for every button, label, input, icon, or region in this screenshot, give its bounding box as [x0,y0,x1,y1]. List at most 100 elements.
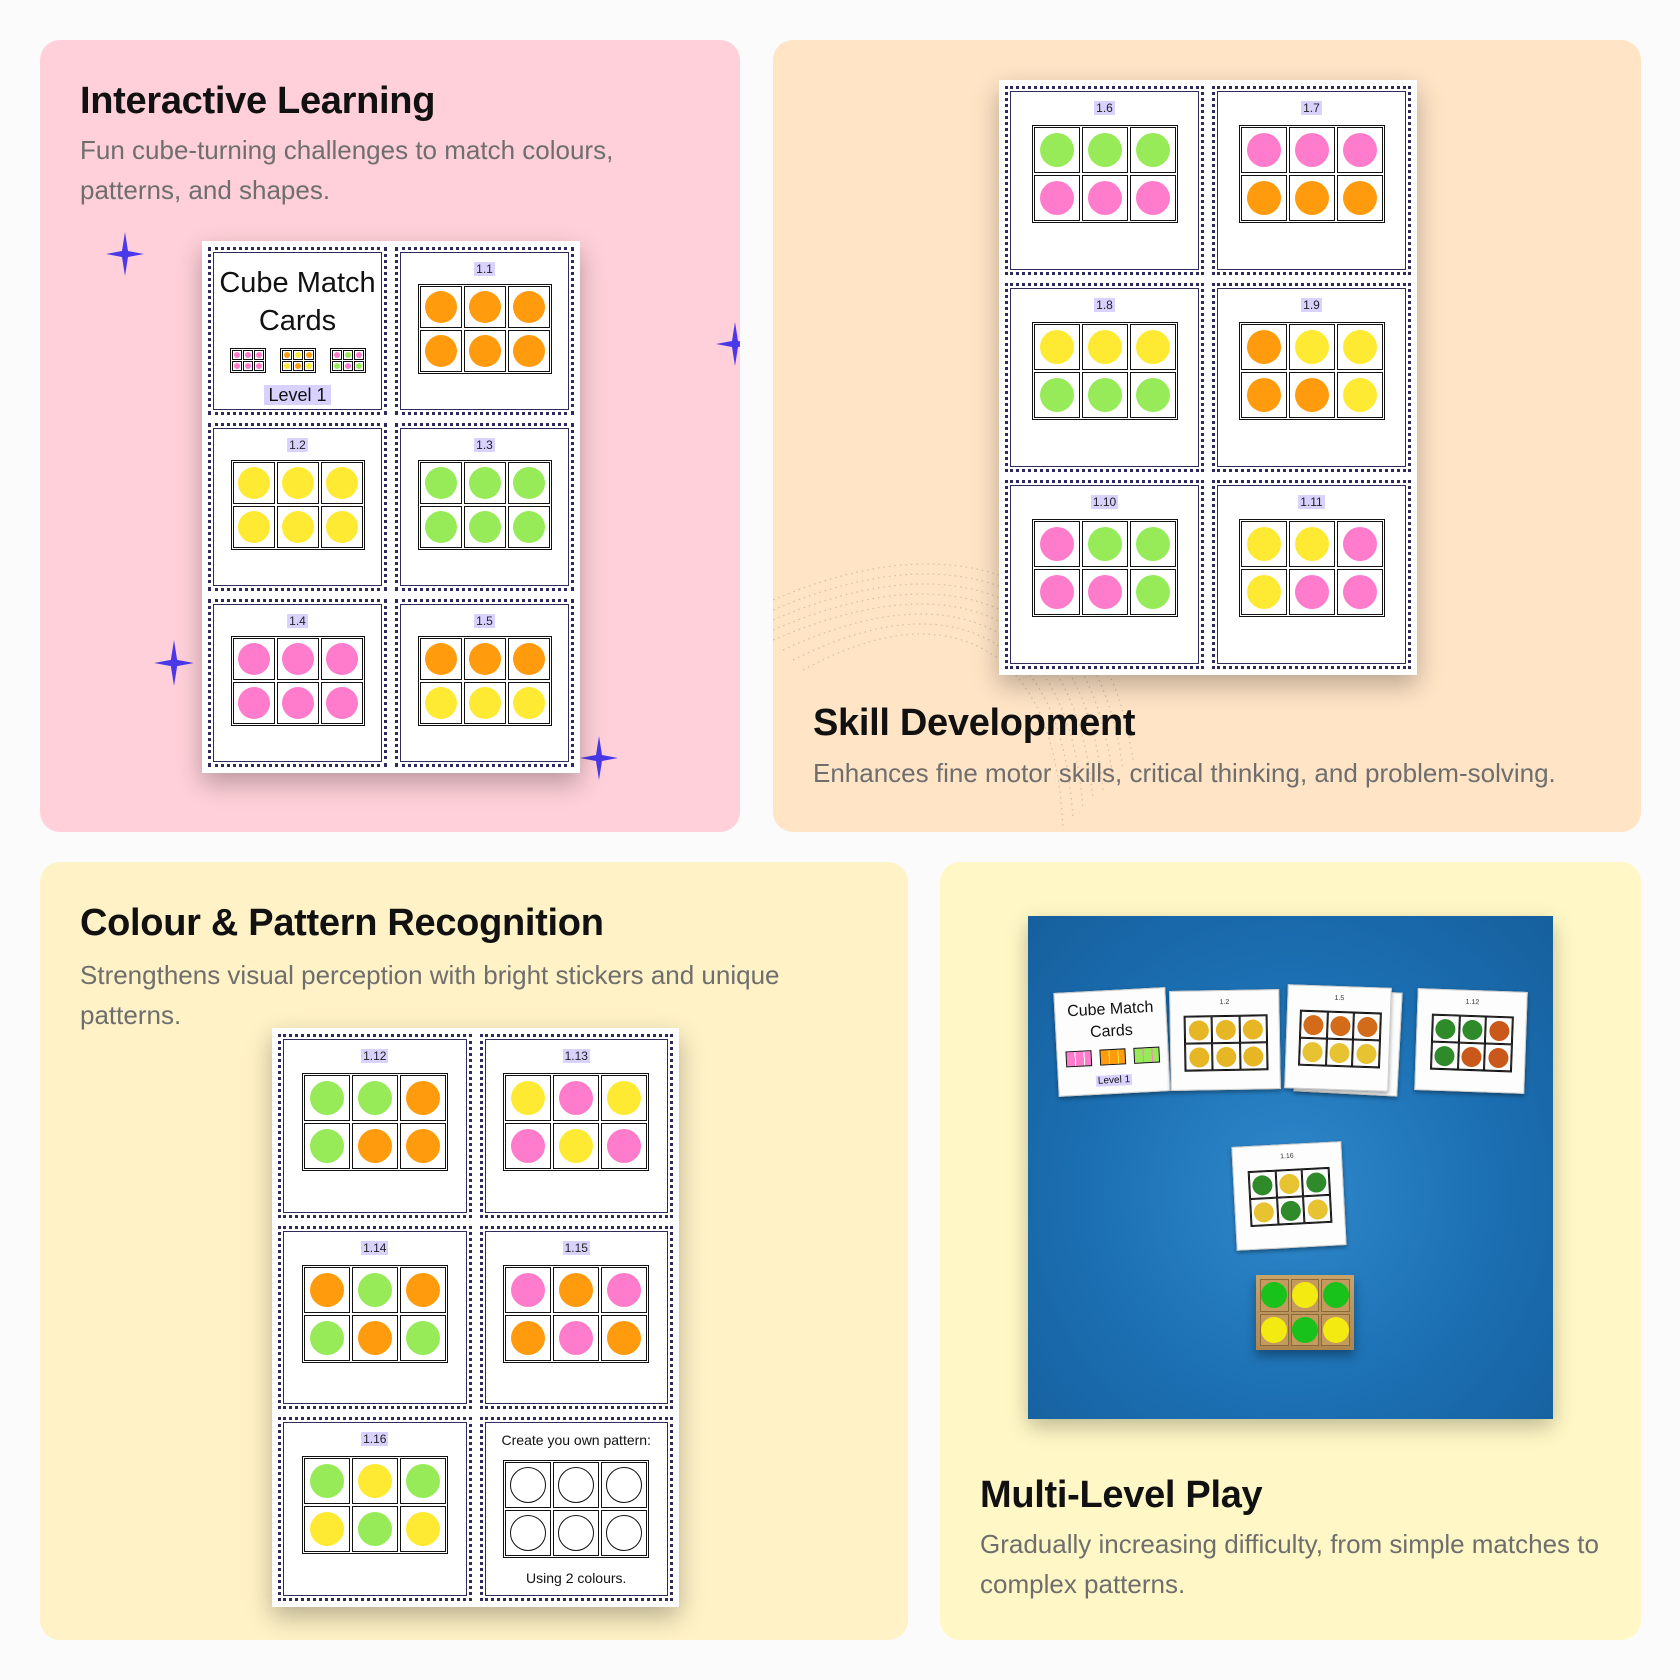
create-pattern-card: Create you own pattern: Using 2 colours. [479,1417,673,1601]
grid-cell [276,462,319,504]
card-label-text: 1.7 [1301,101,1322,115]
card-label: 1.11 [1215,495,1408,509]
pattern-card: 1.8 [1005,283,1204,472]
grid-cell [1129,521,1176,567]
color-dot [512,687,545,719]
grid-cell [507,682,550,724]
color-dot [1039,133,1074,167]
grid-cell [1336,324,1383,370]
photo-dot-grid [1247,1166,1333,1228]
color-dot [510,1515,547,1552]
create-pattern-title: Create you own pattern: [501,1432,651,1449]
grid-cell [601,1266,648,1313]
mini-grid-icons [211,348,384,373]
pattern-card: 1.14 [278,1225,472,1410]
level-label: Level 1 [211,385,384,406]
grid-cell [505,1123,552,1169]
grid-cell [505,1075,552,1121]
color-dot [357,1464,392,1499]
dot-grid [503,1264,650,1363]
color-dot [558,1515,595,1552]
photo-dot-grid [1298,1009,1382,1069]
grid-cell [419,462,462,504]
grid-cell [232,506,275,548]
color-dot [1039,330,1074,364]
color-dot [1342,330,1377,364]
color-dot [1246,181,1281,215]
grid-cell [419,286,462,328]
wooden-cubes [1256,1275,1354,1350]
color-dot [357,1129,392,1163]
card-label: 1.6 [1008,101,1201,115]
photo-card-label: 1.16 [1279,1152,1294,1161]
color-dot [237,467,270,499]
color-dot [511,1272,546,1307]
grid-cell [351,1123,398,1169]
grid-cell [1129,372,1176,418]
card-title-line: Cards [258,305,337,337]
card-label-text: 1.15 [562,1240,590,1255]
grid-cell [463,506,506,548]
color-dot [424,643,457,675]
color-dot [1342,133,1377,167]
color-dot [1246,330,1281,364]
color-dot [1135,378,1170,412]
pattern-card: 1.13 [479,1034,673,1218]
title-card: Cube Match Cards Level 1 [208,247,387,415]
grid-cell [1081,372,1128,418]
grid-cell [232,462,275,504]
grid-cell [320,462,363,504]
pattern-card: 1.15 [479,1225,673,1410]
color-dot [237,643,270,675]
color-dot [607,1272,642,1307]
color-dot [1294,527,1329,561]
grid-cell [1288,569,1335,615]
grid-cell [1288,324,1335,370]
grid-cell [351,1266,398,1313]
color-dot [309,1512,344,1547]
color-dot [1342,575,1377,609]
grid-cell [601,1510,648,1557]
grid-cell [507,506,550,548]
dot-grid [417,460,552,550]
color-dot [1087,378,1122,412]
grid-cell [1033,521,1080,567]
color-dot [1246,527,1281,561]
photo-level-label: Level 1 [1095,1074,1133,1087]
grid-cell [1033,175,1080,221]
grid-cell [399,1123,446,1169]
grid-cell [419,330,462,372]
color-dot [1246,575,1281,609]
color-dot [1342,181,1377,215]
color-dot [1294,181,1329,215]
color-dot [511,1129,546,1163]
color-dot [468,335,501,367]
photo-card: 1.16 [1231,1141,1347,1251]
grid-cell [320,638,363,680]
grid-cell [553,1462,600,1509]
grid-cell [276,506,319,548]
card-label: 1.8 [1008,298,1201,312]
color-dot [309,1320,344,1355]
color-dot [1087,181,1122,215]
grid-cell [1336,127,1383,173]
grid-cell [601,1314,648,1361]
dot-grid [503,1460,650,1559]
color-dot [357,1081,392,1115]
dot-grid [1238,322,1385,420]
grid-cell [1240,372,1287,418]
card-label: 1.3 [398,438,571,452]
color-dot [1246,378,1281,412]
grid-cell [419,506,462,548]
color-dot [510,1467,547,1504]
photo-dot-grid [1183,1014,1269,1072]
color-dot [357,1272,392,1307]
color-dot [511,1320,546,1355]
create-pattern-footer: Using 2 colours. [526,1570,627,1586]
grid-cell [463,330,506,372]
color-dot [1342,378,1377,412]
color-dot [1246,133,1281,167]
grid-cell [1033,569,1080,615]
color-dot [468,291,501,323]
